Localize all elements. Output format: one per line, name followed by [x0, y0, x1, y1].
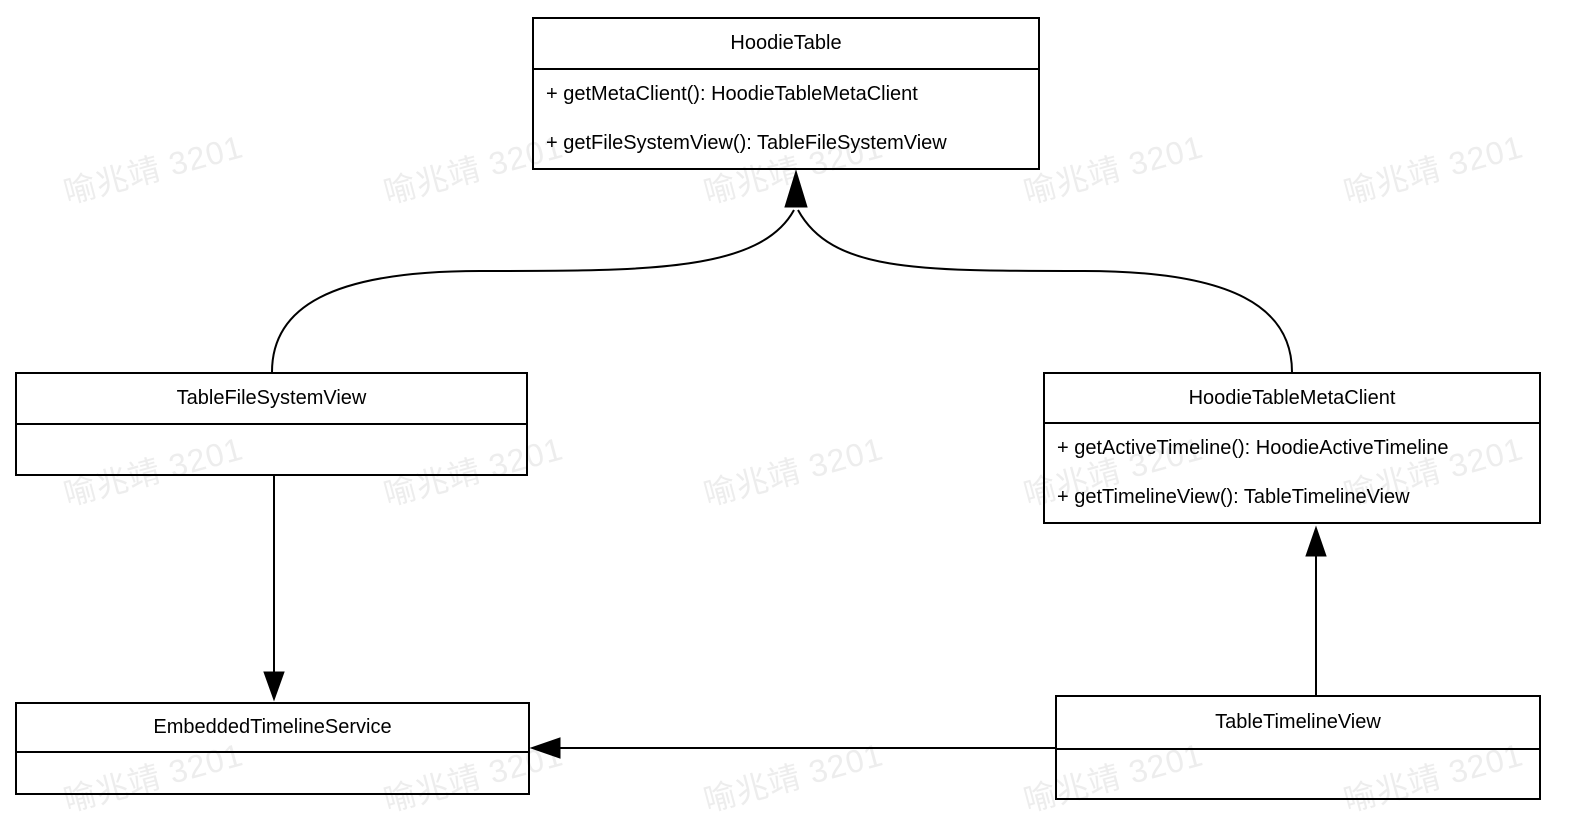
class-box-embeddedtimelineservice: EmbeddedTimelineService — [15, 702, 530, 795]
class-title: HoodieTableMetaClient — [1045, 374, 1539, 424]
arrowhead-into-embeddedtimelineservice-top — [263, 671, 285, 702]
arrowhead-into-hoodietable — [784, 169, 808, 208]
class-title: EmbeddedTimelineService — [17, 704, 528, 753]
edge-tablefilesystemview-to-hoodietable — [271, 209, 795, 373]
class-box-hoodietable: HoodieTable + getMetaClient(): HoodieTab… — [532, 17, 1040, 170]
class-method: + getMetaClient(): HoodieTableMetaClient — [546, 83, 918, 105]
class-empty-section — [17, 753, 528, 793]
class-title: HoodieTable — [534, 19, 1038, 70]
arrowhead-into-hoodietablemetaclient-bottom — [1305, 525, 1327, 557]
class-method: + getTimelineView(): TableTimelineView — [1057, 486, 1410, 508]
arrowhead-into-embeddedtimelineservice-right — [529, 737, 561, 759]
class-title: TableFileSystemView — [17, 374, 526, 425]
class-title: TableTimelineView — [1057, 697, 1539, 750]
edge-hoodietablemetaclient-to-hoodietable — [797, 209, 1293, 373]
class-method: + getActiveTimeline(): HoodieActiveTimel… — [1057, 437, 1449, 459]
class-empty-section — [1057, 750, 1539, 798]
class-box-tabletimelineview: TableTimelineView — [1055, 695, 1541, 800]
class-box-hoodietablemetaclient: HoodieTableMetaClient + getActiveTimelin… — [1043, 372, 1541, 524]
class-empty-section — [17, 425, 526, 474]
class-methods: + getActiveTimeline(): HoodieActiveTimel… — [1045, 424, 1539, 522]
class-methods: + getMetaClient(): HoodieTableMetaClient… — [534, 70, 1038, 168]
class-method: + getFileSystemView(): TableFileSystemVi… — [546, 132, 947, 154]
class-box-tablefilesystemview: TableFileSystemView — [15, 372, 528, 476]
